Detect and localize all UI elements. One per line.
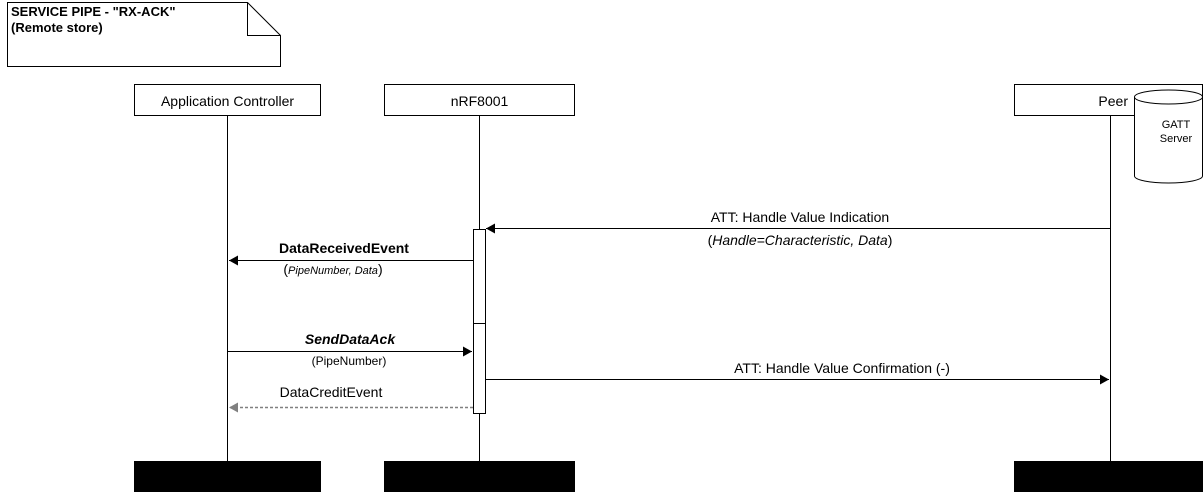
data-received-label: DataReceivedEvent	[279, 240, 409, 256]
message-send-data-ack: SendDataAck (PipeNumber)	[228, 331, 472, 368]
lifeline-app-header	[134, 84, 321, 116]
message-data-credit-event: DataCreditEvent	[229, 384, 473, 413]
gatt-server-database-icon: GATT Server	[1134, 89, 1203, 184]
gatt-server-label-line2: Server	[1160, 133, 1193, 145]
gatt-server-label-line1: GATT	[1162, 119, 1191, 131]
send-data-ack-label: SendDataAck	[305, 331, 396, 347]
diagram-note: SERVICE PIPE - "RX-ACK" (Remote store)	[7, 2, 281, 67]
nrf-activation-box-1	[473, 229, 486, 324]
lifeline-nrf-label: nRF8001	[451, 93, 509, 109]
data-received-params: (PipeNumber, Data)	[283, 261, 382, 277]
lifeline-nrf: nRF8001	[384, 84, 575, 492]
indication-label: ATT: Handle Value Indication	[711, 209, 889, 225]
confirmation-label: ATT: Handle Value Confirmation (-)	[734, 360, 950, 376]
lifeline-app-footer	[134, 461, 321, 492]
lifeline-app-label: Application Controller	[161, 93, 294, 109]
message-handle-value-confirmation: ATT: Handle Value Confirmation (-)	[486, 360, 1109, 385]
nrf-activation-box-2	[473, 323, 486, 414]
send-data-ack-params: (PipeNumber)	[312, 354, 387, 368]
lifeline-nrf-footer	[384, 461, 575, 492]
note-title: SERVICE PIPE - "RX-ACK"	[11, 4, 176, 19]
lifeline-peer-footer	[1014, 461, 1203, 492]
lifeline-peer-label: Peer	[1098, 93, 1128, 109]
message-data-received-event: DataReceivedEvent (PipeNumber, Data)	[229, 240, 473, 277]
lifeline-nrf-header	[384, 84, 575, 116]
note-subtitle: (Remote store)	[11, 20, 103, 35]
lifeline-app: Application Controller	[134, 84, 321, 492]
message-handle-value-indication: ATT: Handle Value Indication (Handle=Cha…	[486, 209, 1110, 248]
data-credit-label: DataCreditEvent	[280, 384, 383, 400]
indication-params: (Handle=Characteristic, Data)	[708, 232, 893, 248]
